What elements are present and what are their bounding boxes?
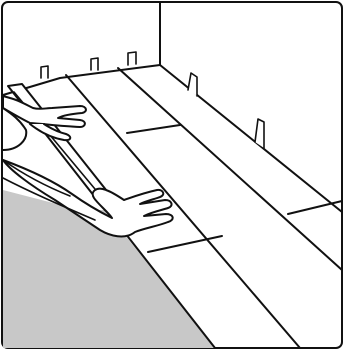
spacer-wedge-icon — [128, 52, 136, 65]
spacer-wedge-icon — [41, 66, 48, 78]
spacer-wedge-icon — [91, 58, 98, 70]
